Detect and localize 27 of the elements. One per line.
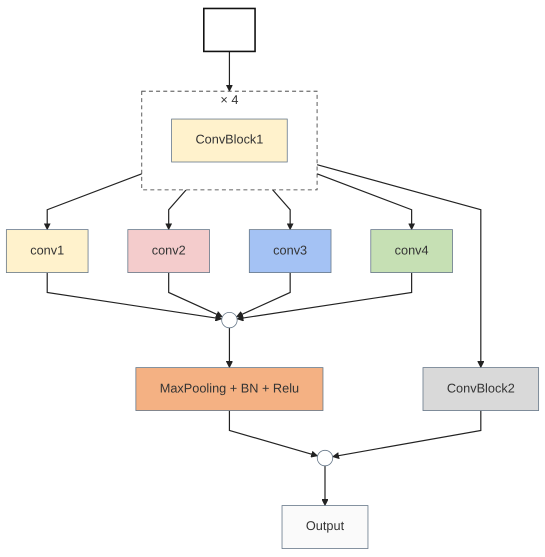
arrow [226,51,233,92]
node-box: conv4 [370,229,453,273]
cluster [141,90,318,190]
node-box: conv3 [248,229,332,273]
arrow [236,272,412,322]
node-picture [203,8,256,52]
arrow [46,272,222,322]
arrow [226,328,233,368]
arrow [272,189,294,230]
arrow [168,272,223,318]
arrow [228,410,318,458]
arrow [322,466,328,506]
node-label: × 4 [220,94,238,108]
node-circle [316,450,334,466]
node-box: ConvBlock1 [171,118,288,162]
node-box: conv2 [127,229,210,273]
arrow [165,189,187,230]
arrow [332,410,482,460]
node-box: MaxPooling + BN + Relu [135,367,324,411]
arrow [316,164,484,368]
node-box: Output [282,505,368,549]
arrow [316,173,416,230]
node-box: ConvBlock2 [422,367,540,411]
arrow [44,173,142,230]
node-circle [221,312,238,328]
node-box: conv1 [6,229,88,273]
arrow [236,272,291,318]
